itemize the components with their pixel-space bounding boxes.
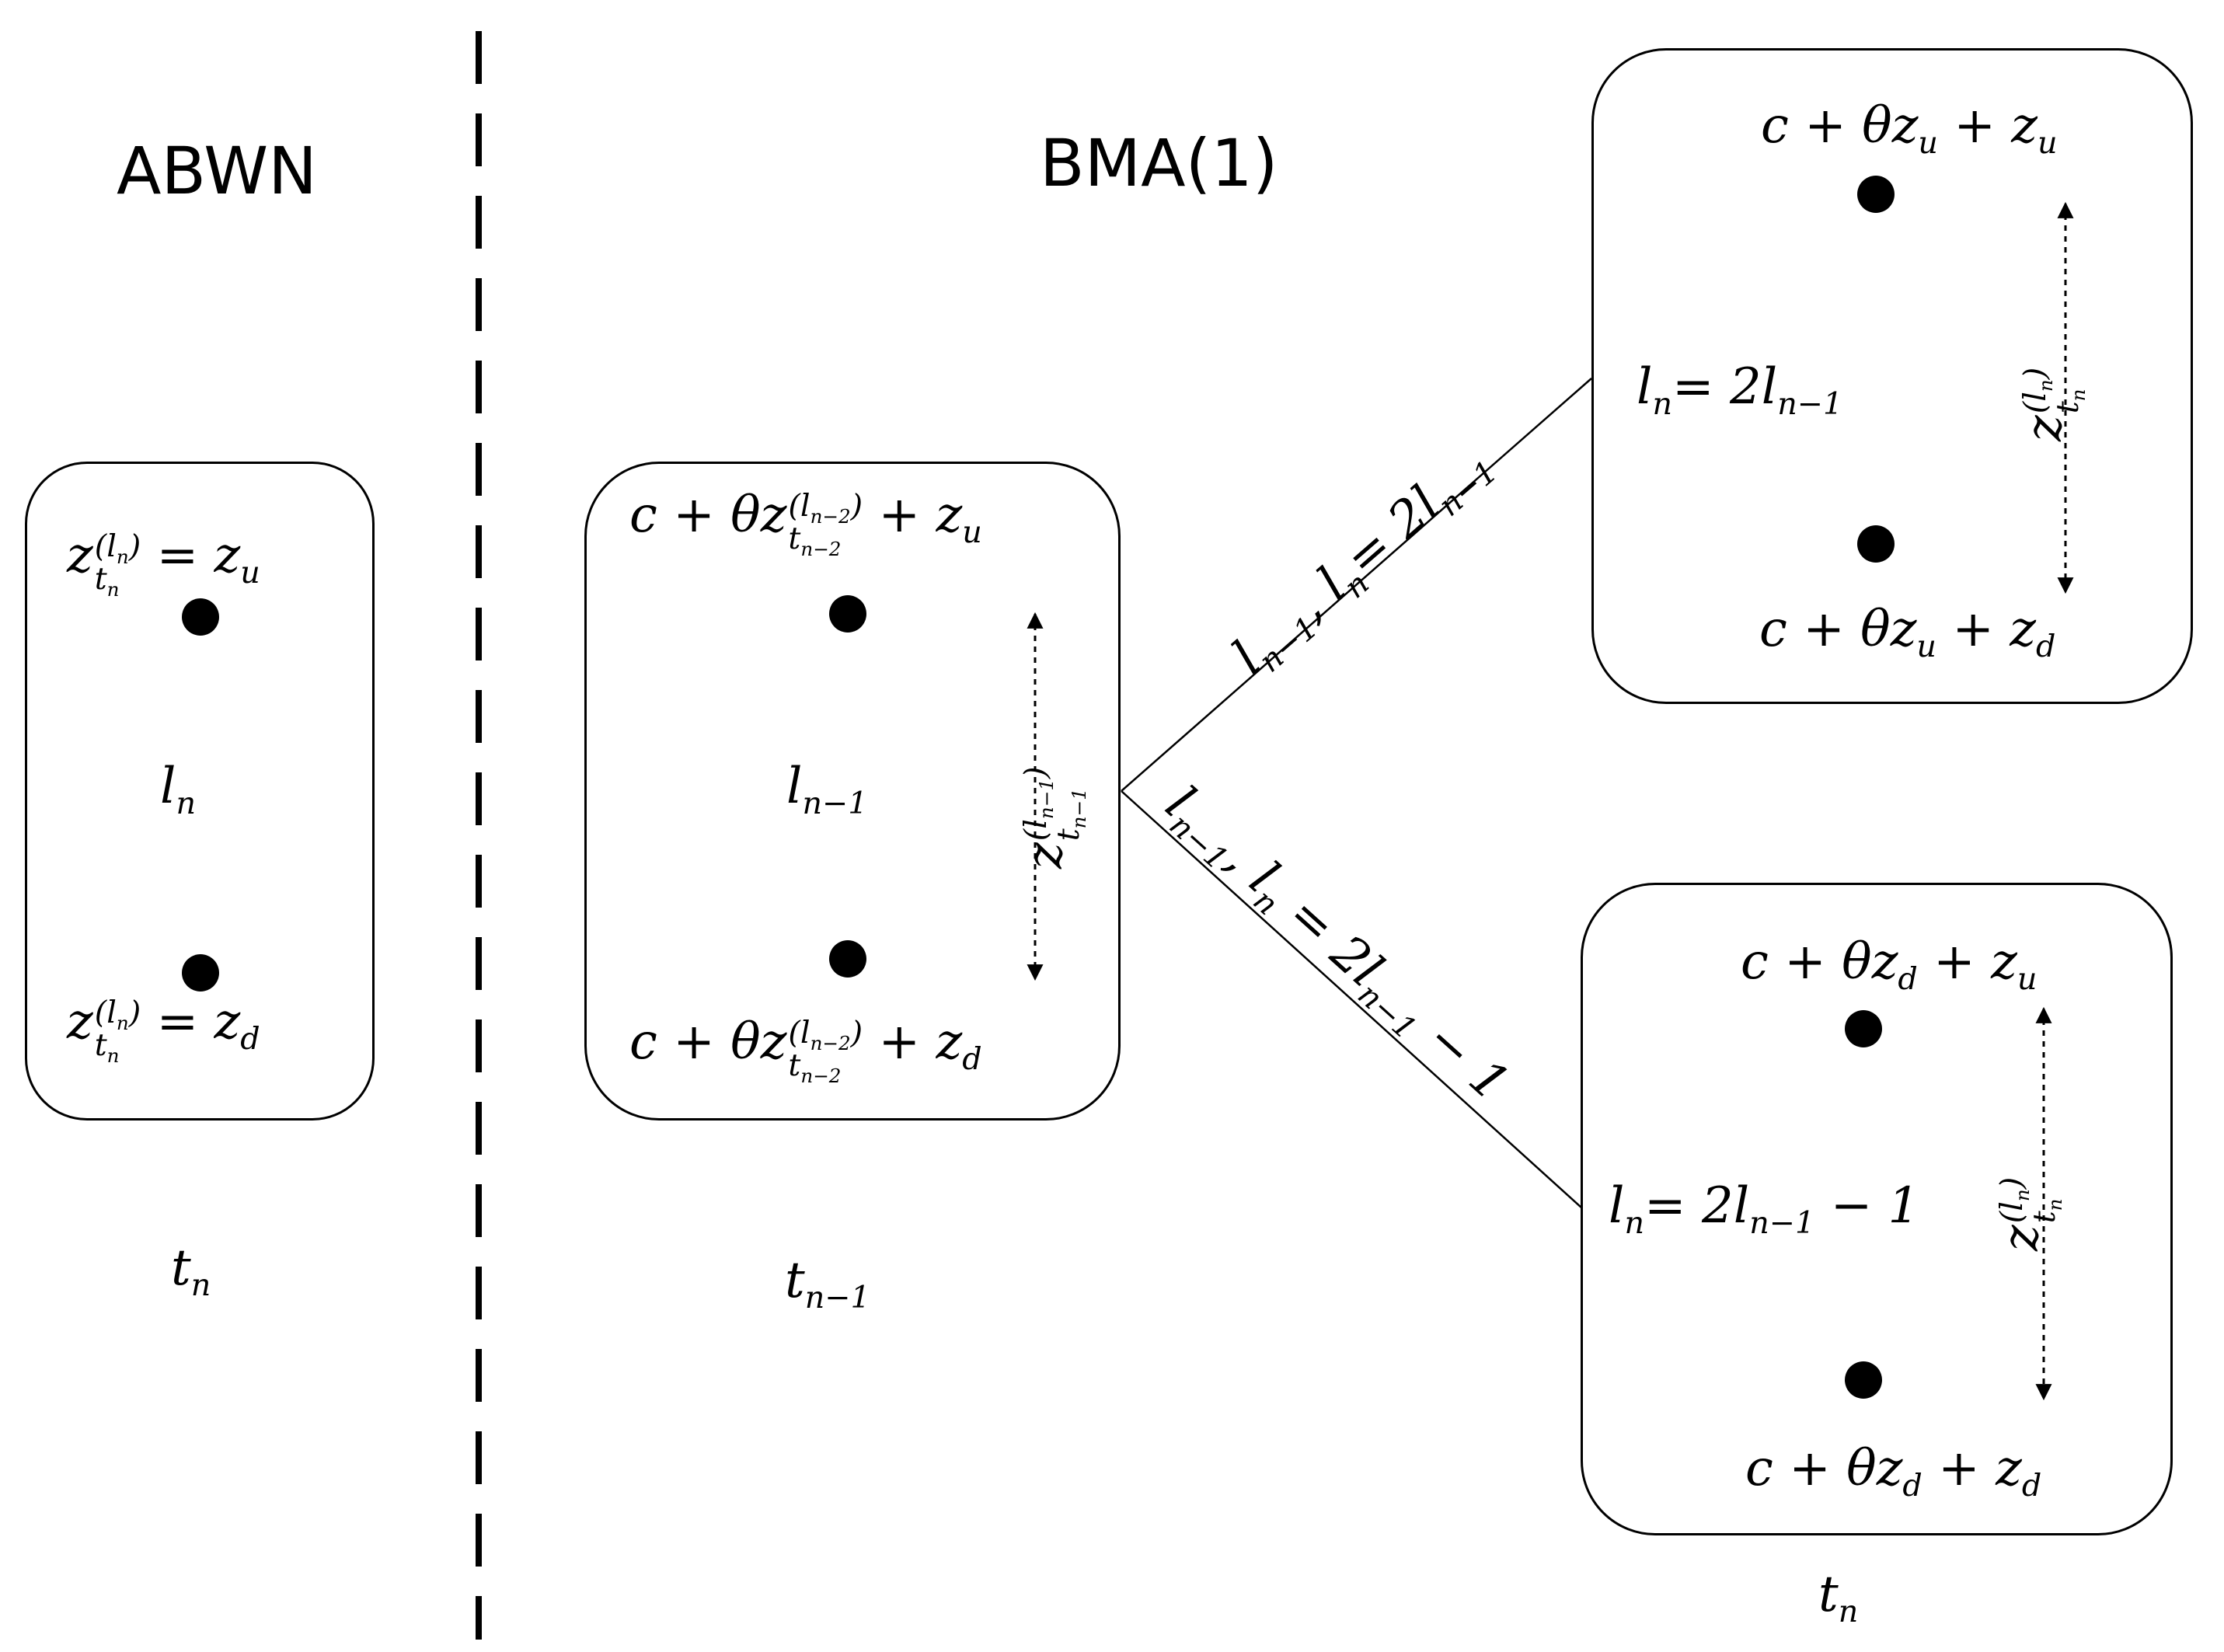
parent-upper-state-label: c + θz(ln−2)tn−2 + zu bbox=[629, 486, 982, 560]
abwn-lower-dot bbox=[182, 954, 219, 992]
abwn-upper-state-label: z(ln)tn = zu bbox=[67, 527, 260, 601]
abwn-time-label: tn bbox=[171, 1239, 211, 1303]
child-time-label: tn bbox=[1818, 1566, 1859, 1629]
child-down-top-state-label: c + θzd + zu bbox=[1741, 933, 2038, 997]
child-up-spread-label: z(ln)tn bbox=[2016, 367, 2090, 441]
child-up-top-state-label: c + θzu + zu bbox=[1761, 97, 2058, 161]
parent-time-label: tn−1 bbox=[785, 1252, 870, 1316]
parent-spread-label: z(ln−1)tn−1 bbox=[1016, 766, 1090, 869]
parent-node-box bbox=[584, 462, 1121, 1121]
child-up-node-box bbox=[1591, 48, 2193, 704]
abwn-upper-dot bbox=[182, 598, 219, 636]
parent-upper-dot bbox=[829, 595, 866, 633]
parent-level-label: ln−1 bbox=[786, 758, 868, 821]
child-up-upper-dot bbox=[1857, 176, 1895, 213]
child-down-node-box bbox=[1581, 883, 2173, 1535]
child-up-level-label: ln= 2ln−1 bbox=[1637, 358, 1843, 422]
abwn-lower-state-label: z(ln)tn = zd bbox=[67, 993, 260, 1067]
child-up-lower-dot bbox=[1857, 525, 1895, 563]
parent-lower-dot bbox=[829, 940, 866, 978]
child-down-upper-dot bbox=[1845, 1010, 1882, 1047]
child-down-bottom-state-label: c + θzd + zd bbox=[1745, 1440, 2042, 1504]
child-down-level-label: ln= 2ln−1 − 1 bbox=[1609, 1177, 1920, 1241]
abwn-node-box bbox=[25, 462, 375, 1121]
parent-lower-state-label: c + θz(ln−2)tn−2 + zd bbox=[629, 1013, 982, 1087]
heading-abwn: ABWN bbox=[117, 133, 317, 209]
child-up-bottom-state-label: c + θzu + zd bbox=[1759, 601, 2056, 664]
child-down-lower-dot bbox=[1845, 1361, 1882, 1399]
abwn-level-label: ln bbox=[160, 758, 197, 821]
child-down-spread-label: z(ln)tn bbox=[1992, 1176, 2066, 1251]
branch-line-upper bbox=[1121, 378, 1592, 792]
branch-line-lower bbox=[1121, 790, 1582, 1208]
heading-bma1: BMA(1) bbox=[1040, 125, 1278, 201]
